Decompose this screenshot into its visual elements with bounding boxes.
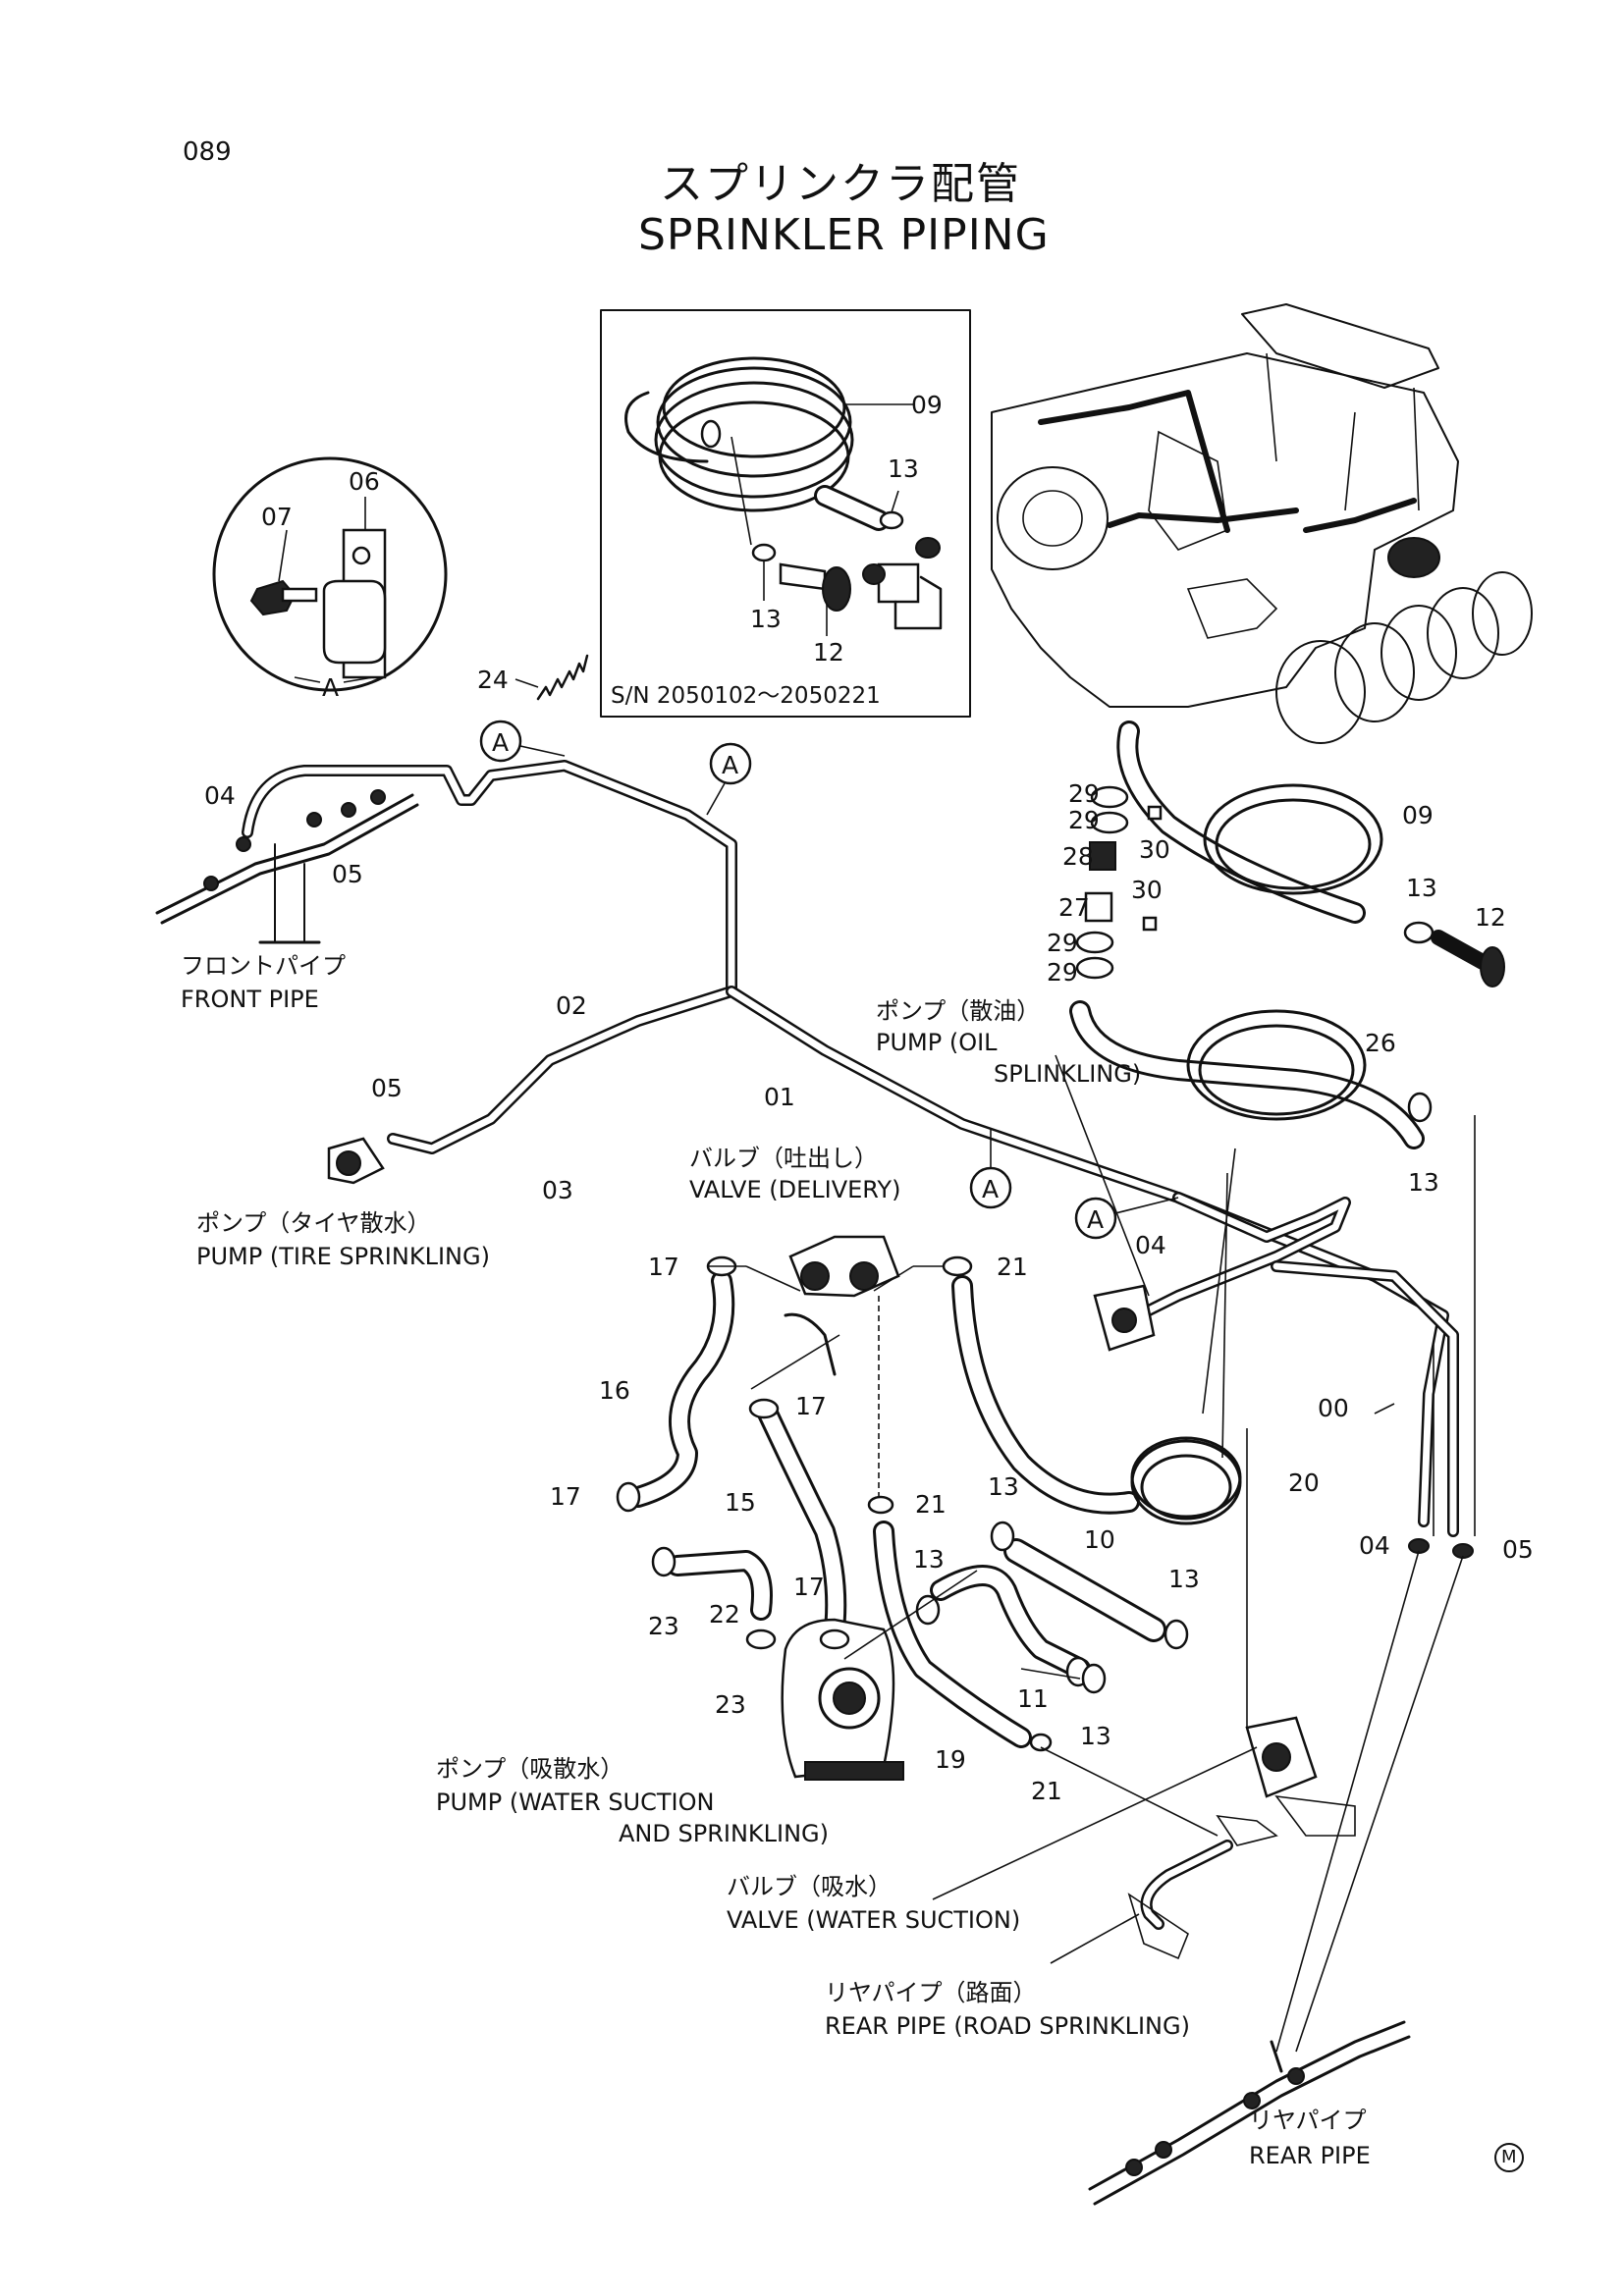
part-02-label: 02 [556,991,587,1020]
valve-suction-label-en: VALVE (WATER SUCTION) [727,1906,1021,1934]
callout-a-2: A [722,751,739,779]
pump-tire-label-jp: ポンプ（タイヤ散水） [196,1209,431,1237]
inset-serial-number: S/N 2050102～2050221 [611,683,881,709]
part-26-label: 26 [1365,1029,1396,1057]
inset-part-12-label: 12 [813,638,844,667]
part-23-label-1: 23 [648,1612,679,1640]
rear-pipe-road-label-en: REAR PIPE (ROAD SPRINKLING) [825,2012,1190,2040]
part-07-label: 07 [261,503,293,531]
rear-pipe-road-label-jp: リヤパイプ（路面） [825,1979,1037,2006]
part-17-label-1: 17 [648,1253,679,1281]
valve-delivery-label-jp: バルブ（吐出し） [689,1145,878,1172]
callout-a-1: A [492,728,510,757]
page-number: 089 [183,137,232,167]
callout-a-4: A [1087,1205,1105,1234]
part-13-label-mid-2: 13 [913,1545,945,1574]
part-03-label: 03 [542,1176,573,1204]
part-10-label: 10 [1084,1525,1115,1554]
part-24-label: 24 [477,666,509,694]
manufacturer-logo-mark: M [1501,2147,1517,2167]
part-15-label: 15 [725,1488,756,1517]
callout-a-3: A [982,1175,1000,1203]
part-17-label-2: 17 [795,1392,827,1420]
inset-part-13-label: 13 [888,454,919,483]
pump-oil-label-en-1: PUMP (OIL [876,1029,998,1056]
part-29-label-2: 29 [1068,806,1100,834]
part-04-label-front: 04 [204,781,236,810]
part-12-label: 12 [1475,903,1506,932]
rear-pipe-label-en: REAR PIPE [1249,2142,1371,2169]
front-pipe-assembly [155,789,419,944]
valve-delivery-label-en: VALVE (DELIVERY) [689,1176,901,1203]
part-06-label: 06 [349,467,380,496]
valve-suction-label-jp: バルブ（吸水） [727,1873,892,1900]
part-29-label-4: 29 [1047,958,1078,987]
road-roller-machine [991,303,1533,744]
part-22-label: 22 [709,1600,740,1629]
part-13-label-mid-4: 13 [1080,1722,1111,1750]
part-13-label-mid-1: 13 [988,1472,1019,1501]
part-05-label-front: 05 [332,860,363,888]
part-21-label-3: 21 [1031,1777,1062,1805]
title-english: SPRINKLER PIPING [638,210,1050,260]
part-13-label-mid-3: 13 [1168,1565,1200,1593]
part-20-label: 20 [1288,1468,1320,1497]
part-27-label: 27 [1058,893,1090,922]
part-05-label-rear: 05 [1502,1535,1534,1564]
pump-water-label-jp: ポンプ（吸散水） [436,1755,624,1783]
part-16-label: 16 [599,1376,630,1405]
part-05-label-tire: 05 [371,1074,403,1102]
front-pipe-label-en: FRONT PIPE [181,986,319,1013]
leader-lines [709,1054,1476,2053]
pump-oil-label-jp: ポンプ（散油） [876,997,1041,1025]
part-04-label-rear: 04 [1359,1531,1390,1560]
inset-part-13-label-2: 13 [750,605,782,633]
part-30-label-2: 30 [1131,876,1163,904]
inset-part-09-label: 09 [911,391,943,419]
part-23-label-2: 23 [715,1690,746,1719]
part-13-label-right: 13 [1406,874,1437,902]
spring-24 [514,654,589,701]
part-13-label-right-2: 13 [1408,1168,1439,1197]
pump-tire-label-en: PUMP (TIRE SPRINKLING) [196,1243,490,1270]
part-00-label: 00 [1318,1394,1349,1422]
pump-water-label-en-1: PUMP (WATER SUCTION [436,1789,715,1816]
inset-box [600,309,971,718]
rear-pipes [1088,1840,1411,2206]
part-28-label: 28 [1062,842,1094,871]
part-17-label-4: 17 [793,1573,825,1601]
part-01-label: 01 [764,1083,795,1111]
front-pipe-label-jp: フロントパイプ [181,952,346,980]
part-30-label-1: 30 [1139,835,1170,864]
callout-circles [479,720,1524,2172]
part-11-label: 11 [1017,1684,1049,1713]
rear-pipe-label-jp: リヤパイプ [1249,2107,1367,2134]
part-29-label-1: 29 [1068,779,1100,808]
part-21-label-1: 21 [997,1253,1028,1281]
hoses [627,721,1425,1748]
pump-oil-label-en-2: SPLINKLING) [994,1060,1142,1088]
part-29-label-3: 29 [1047,929,1078,957]
part-04-label-oil: 04 [1135,1231,1166,1259]
part-17-label-3: 17 [550,1482,581,1511]
hose-coils [1130,783,1383,1525]
part-19-label: 19 [935,1745,966,1774]
title-japanese: スプリンクラ配管 [660,159,1021,209]
detail-a-circle [212,456,448,692]
part-21-label-2: 21 [915,1490,947,1519]
part-09-label: 09 [1402,801,1434,829]
detail-a-label: A [322,673,340,702]
pump-water-label-en-2: AND SPRINKLING) [619,1820,829,1847]
